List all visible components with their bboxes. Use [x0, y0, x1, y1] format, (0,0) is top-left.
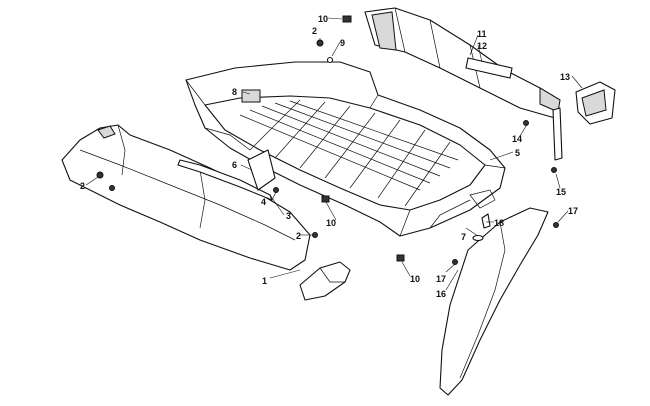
- nut-clip-icon: [342, 15, 352, 23]
- callout-number: 10: [410, 274, 420, 284]
- callout-number: 17: [436, 274, 446, 284]
- nut-clip-icon: [396, 254, 405, 262]
- cargo-box: [185, 61, 506, 237]
- screw-icon: [312, 232, 318, 238]
- callout-number: 11: [477, 29, 487, 39]
- lower-bracket: [299, 261, 351, 301]
- callout-number: 15: [556, 187, 566, 197]
- bolt-icon: [481, 213, 491, 229]
- callout-number: 2: [80, 181, 85, 191]
- screw-icon: [551, 167, 557, 173]
- callout-number: 6: [232, 160, 237, 170]
- screw-icon: [96, 171, 104, 179]
- push-clip-icon: [326, 56, 334, 64]
- callout-number: 10: [318, 14, 328, 24]
- callout-number: 1: [262, 276, 267, 286]
- screw-icon: [109, 185, 115, 191]
- front-panel: [61, 124, 311, 271]
- callout-number: 7: [461, 232, 466, 242]
- leader-lines: [85, 17, 583, 291]
- callout-number: 9: [340, 38, 345, 48]
- callout-number: 16: [436, 289, 446, 299]
- rail-decal: [465, 57, 513, 79]
- screw-icon: [316, 39, 324, 47]
- push-clip-icon: [523, 120, 529, 126]
- seal-strip: [552, 107, 563, 161]
- washer-icon: [472, 234, 484, 242]
- screw-icon: [452, 259, 458, 265]
- nut-clip-icon: [321, 195, 330, 203]
- hardware: [96, 15, 559, 265]
- clip-icon: [273, 187, 279, 193]
- callout-number: 2: [312, 26, 317, 36]
- callout-number: 10: [326, 218, 336, 228]
- callout-number: 12: [477, 41, 487, 51]
- rear-fender: [439, 207, 549, 396]
- callout-number: 3: [286, 211, 291, 221]
- callout-number: 17: [568, 206, 578, 216]
- shield-plate: [247, 149, 276, 191]
- callouts: 1 2 2 2 3 4 5 6 7 8 9 10 10 10 11 12 13 …: [80, 14, 578, 299]
- callout-number: 13: [560, 72, 570, 82]
- callout-number: 14: [512, 134, 522, 144]
- screw-icon: [553, 222, 559, 228]
- callout-number: 5: [515, 148, 520, 158]
- callout-number: 4: [261, 197, 266, 207]
- callout-number: 2: [296, 231, 301, 241]
- tail-light: [575, 81, 616, 125]
- cargo-label-plate: [241, 89, 261, 103]
- callout-number: 8: [232, 87, 237, 97]
- callout-number: 18: [494, 218, 504, 228]
